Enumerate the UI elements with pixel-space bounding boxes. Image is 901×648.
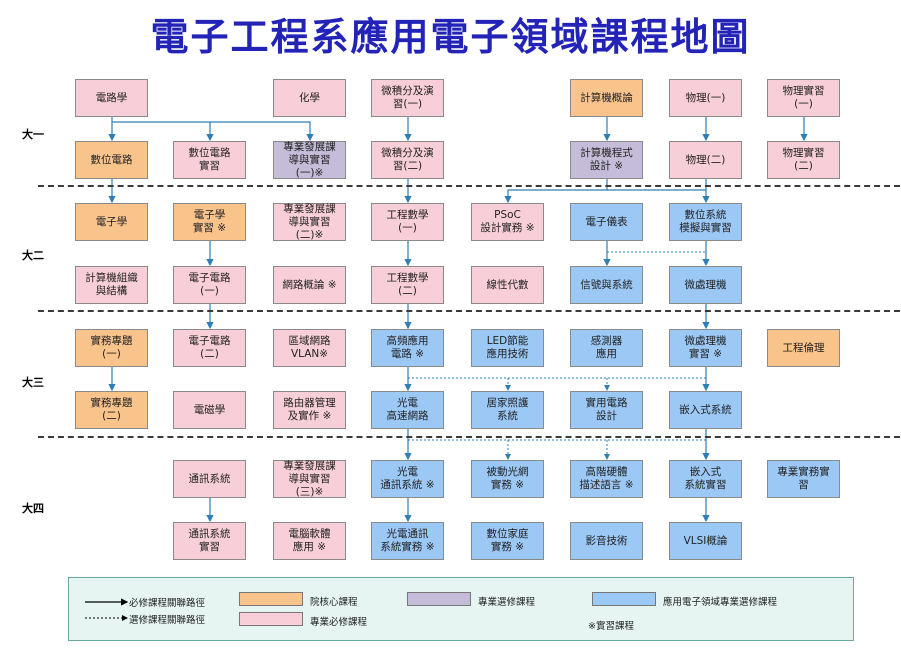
course-physics-1: 物理(一) [669,79,742,117]
course-micro-lab: 微處理機 實習 ※ [669,329,742,367]
page-title: 電子工程系應用電子領域課程地圖 [150,14,751,59]
course-passive-optical: 被動光網 實務 ※ [471,460,544,498]
year-divider [38,310,900,312]
course-electronics: 電子學 [75,203,148,241]
course-opto-comm: 光電 通訊系統 ※ [371,460,444,498]
course-physics-lab-1: 物理實習 (一) [767,79,840,117]
course-digital-home: 數位家庭 實務 ※ [471,522,544,560]
course-sensors: 感測器 應用 [570,329,643,367]
course-project-3: 專業發展課 導與實習 (三)※ [273,460,346,498]
year-label-2: 大二 [22,249,44,262]
course-signals: 信號與系統 [570,266,643,304]
course-calculus-1: 微積分及演 習(一) [371,79,444,117]
course-hdl: 高階硬體 描述語言 ※ [570,460,643,498]
course-comp-org: 計算機組織 與結構 [75,266,148,304]
legend-dept-elective: 專業選修課程 [478,597,536,608]
course-project-1: 專業發展課 導與實習 (一)※ [273,141,346,179]
year-label-4: 大四 [22,502,44,515]
course-video: 影音技術 [570,522,643,560]
course-vlsi: VLSI概論 [669,522,742,560]
course-instruments: 電子儀表 [570,203,643,241]
course-elec-circuits-2: 電子電路 (二) [173,329,246,367]
course-home-network: 居家照護 系統 [471,391,544,429]
legend-lab-note: ※實習課程 [588,621,634,632]
course-microprocessor: 微處理機 [669,266,742,304]
legend-college-core: 院核心課程 [310,597,358,608]
course-chemistry: 化學 [273,79,346,117]
course-linear-algebra: 線性代數 [471,266,544,304]
legend-swatch-college-core [239,592,303,606]
course-digital-system: 數位系統 模擬與實習 [669,203,742,241]
course-communication: 通訊系統 [173,460,246,498]
legend-dept-required: 專業必修課程 [310,617,368,628]
course-intro-computer: 計算機概論 [570,79,643,117]
course-networks: 網路概論 ※ [273,266,346,304]
course-physics-lab-2: 物理實習 (二) [767,141,840,179]
course-digital-circuits: 數位電路 [75,141,148,179]
course-ethics: 工程倫理 [767,329,840,367]
course-opto-comm-lab: 光電通訊 系統實務 ※ [371,522,444,560]
legend-domain-elective: 應用電子領域專業選修課程 [663,597,778,608]
legend: 必修課程關聯路徑 選修課程關聯路徑 院核心課程 專業必修課程 專業選修課程 應用… [68,577,854,641]
course-elec-circuits-1: 電子電路 (一) [173,266,246,304]
course-internship: 專業實務實 習 [767,460,840,498]
year-divider [38,185,900,187]
course-special-1: 實務專題 (一) [75,329,148,367]
course-project-2: 專業發展課 導與實習 (二)※ [273,203,346,241]
course-eng-math-1: 工程數學 (一) [371,203,444,241]
course-circuits: 電路學 [75,79,148,117]
course-special-2: 實務專題 (二) [75,391,148,429]
course-rf-circuits: 高頻應用 電路 ※ [371,329,444,367]
course-comm-lab: 通訊系統 實習 [173,522,246,560]
legend-swatch-domain-elective [592,592,656,606]
course-practical-circuits: 實用電路 設計 [570,391,643,429]
course-computer-hw: 電腦軟體 應用 ※ [273,522,346,560]
course-electronics-lab: 電子學 實習 ※ [173,203,246,241]
legend-lines [85,598,129,621]
course-programming: 計算機程式 設計 ※ [570,141,643,179]
course-optical-net: 光電 高速網路 [371,391,444,429]
course-router: 路由器管理 及實作 ※ [273,391,346,429]
course-calculus-2: 微積分及演 習(二) [371,141,444,179]
course-physics-2: 物理(二) [669,141,742,179]
course-digital-lab: 數位電路 實習 [173,141,246,179]
course-electromagnetics: 電磁學 [173,391,246,429]
course-psoc: PSoC 設計實務 ※ [471,203,544,241]
legend-elective-path: 選修課程關聯路徑 [129,615,206,626]
legend-swatch-dept-elective [407,592,471,606]
course-led: LED節能 應用技術 [471,329,544,367]
course-vlan: 區域網路 VLAN※ [273,329,346,367]
year-divider [38,436,900,438]
year-label-3: 大三 [22,376,44,389]
course-eng-math-2: 工程數學 (二) [371,266,444,304]
legend-required-path: 必修課程關聯路徑 [129,598,206,609]
course-embedded-lab: 嵌入式 系統實習 [669,460,742,498]
year-label-1: 大一 [22,128,44,141]
legend-swatch-dept-required [239,612,303,626]
course-embedded: 嵌入式系統 [669,391,742,429]
